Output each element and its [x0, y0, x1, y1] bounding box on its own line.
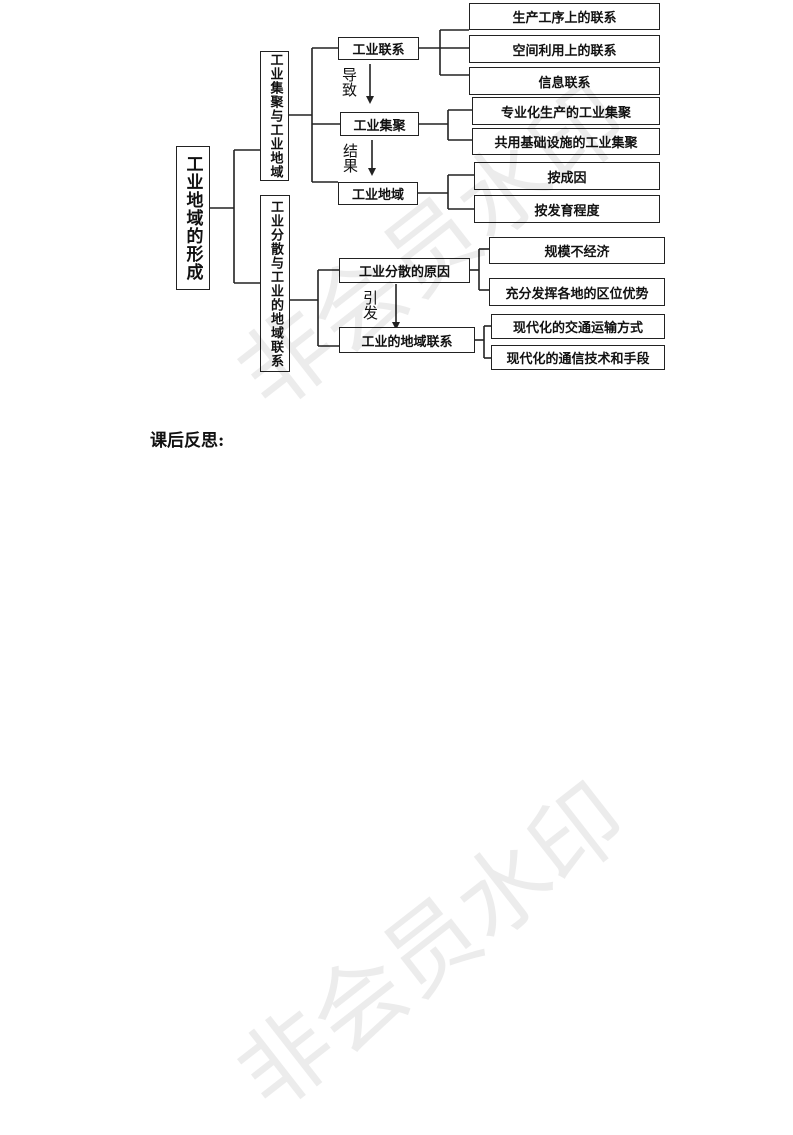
- root-node: 工业地域的形成: [176, 146, 210, 290]
- node-dispersion-reasons: 工业分散的原因: [339, 258, 470, 283]
- leaf-specialized-agglomeration: 专业化生产的工业集聚: [472, 97, 660, 125]
- node-industrial-linkage: 工业联系: [338, 37, 419, 60]
- branch-industrial-dispersion: 工业分散与工业的地域联系: [260, 195, 290, 372]
- leaf-by-cause: 按成因: [474, 162, 660, 190]
- arrow-label-lead-to: 导致: [340, 67, 358, 97]
- leaf-shared-infrastructure-agglomeration: 共用基础设施的工业集聚: [472, 128, 660, 155]
- arrow-label-trigger: 引发: [361, 290, 379, 320]
- leaf-by-development-degree: 按发育程度: [474, 195, 660, 223]
- leaf-location-advantages: 充分发挥各地的区位优势: [489, 278, 665, 306]
- branch-industrial-agglomeration: 工业集聚与工业地域: [260, 51, 289, 181]
- leaf-production-process-link: 生产工序上的联系: [469, 3, 660, 30]
- leaf-modern-transport: 现代化的交通运输方式: [491, 314, 665, 339]
- diagram-connectors: [210, 29, 491, 359]
- node-industrial-agglomeration: 工业集聚: [340, 112, 419, 136]
- leaf-scale-diseconomy: 规模不经济: [489, 237, 665, 264]
- leaf-modern-communication: 现代化的通信技术和手段: [491, 345, 665, 370]
- arrow-label-result: 结果: [341, 143, 359, 173]
- leaf-information-link: 信息联系: [469, 67, 660, 95]
- leaf-space-use-link: 空间利用上的联系: [469, 35, 660, 63]
- node-regional-linkage: 工业的地域联系: [339, 327, 475, 353]
- watermark-bottom: 非会员水印: [217, 763, 647, 1131]
- node-industrial-region: 工业地域: [338, 182, 418, 205]
- after-class-reflection-heading: 课后反思:: [150, 431, 225, 451]
